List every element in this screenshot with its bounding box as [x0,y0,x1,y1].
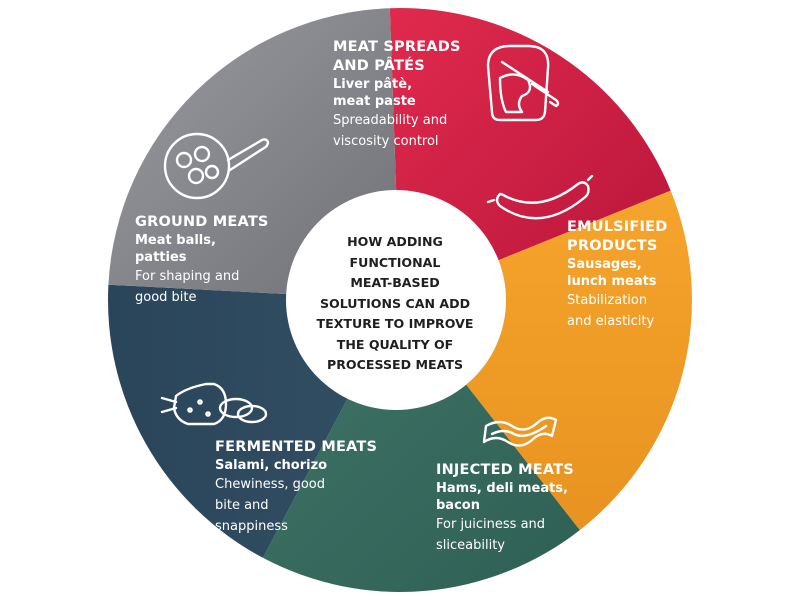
segment-label-meat-spreads: MEAT SPREADS AND PÂTÉS Liver pâtè, meat … [333,38,461,152]
segment-purpose: viscosity control [333,134,439,149]
segment-purpose: Chewiness, good [215,477,326,492]
segment-label-ground: GROUND MEATS Meat balls, patties For sha… [135,213,269,308]
meatball-pan-icon [163,132,270,200]
center-caption: HOW ADDING FUNCTIONAL MEAT-BASED SOLUTIO… [295,232,495,376]
segment-examples: bacon [436,498,480,513]
center-disk [286,190,506,410]
segment-purpose: Spreadability and [333,113,448,128]
wheel-segment-injected [262,300,580,593]
segment-examples: patties [135,250,187,265]
segment-title: PRODUCTS [567,238,658,254]
center-line: FUNCTIONAL [349,254,441,270]
segment-examples: Salami, chorizo [215,458,328,473]
center-line: THE QUALITY OF [336,336,454,352]
segment-title: AND PÂTÉS [333,58,425,74]
segment-title: INJECTED MEATS [436,462,574,478]
segment-examples: Meat balls, [135,233,216,248]
salami-icon [160,382,268,426]
segment-title: MEAT SPREADS [333,39,461,55]
segment-purpose: sliceability [436,538,505,553]
segment-title: EMULSIFIED [567,219,668,235]
center-line: PROCESSED MEATS [326,357,464,372]
segment-purpose: For juiciness and [436,517,546,532]
segment-examples: meat paste [333,94,416,109]
segment-purpose: snappiness [215,519,288,534]
segment-title: GROUND MEATS [135,214,269,230]
segment-label-emulsified: EMULSIFIED PRODUCTS Sausages, lunch meat… [567,218,667,332]
segment-purpose: For shaping and [135,269,240,284]
segment-examples: Sausages, [567,257,642,272]
segment-purpose: good bite [135,290,197,305]
bacon-icon [482,416,558,447]
segment-purpose: and elasticity [567,314,655,329]
segment-label-injected: INJECTED MEATS Hams, deli meats, bacon F… [436,461,574,556]
segment-title: FERMENTED MEATS [215,439,378,455]
center-line: HOW ADDING [347,234,443,249]
center-line: SOLUTIONS CAN ADD [319,295,471,311]
segment-examples: Liver pâtè, [333,77,413,92]
center-line: TEXTURE TO IMPROVE [316,316,474,331]
segment-purpose: Stabilization [567,293,648,308]
segment-examples: Hams, deli meats, [436,481,568,496]
sausage-icon [486,174,594,220]
center-line: MEAT-BASED [350,275,440,290]
toast-spread-icon [486,44,560,122]
segment-label-fermented: FERMENTED MEATS Salami, chorizo Chewines… [215,438,377,537]
segment-examples: lunch meats [567,274,657,289]
segment-purpose: bite and [215,498,269,513]
